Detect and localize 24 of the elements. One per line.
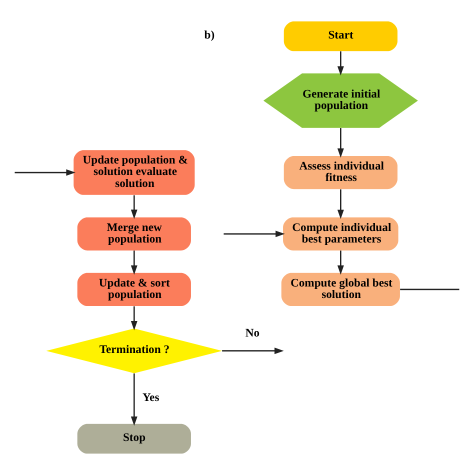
arrow [337,128,344,158]
node-box: Assess individual fitness [284,155,398,189]
node-box: Compute global best solution [281,272,400,306]
connector [400,288,460,290]
edge-label: No [245,326,260,339]
arrow [337,188,344,219]
label: b) [204,28,215,41]
node-box: Stop [77,423,191,454]
arrow [130,194,138,218]
node-box: Compute individual best parameters [283,216,398,250]
node-diamond: Termination ? [46,328,222,373]
arrow [222,347,284,354]
arrow [130,372,138,426]
arrow [224,230,285,237]
node-box: Update & sort population [77,272,191,306]
arrow [14,168,76,176]
node-box: Merge new population [77,216,191,250]
edge-label: Yes [142,390,160,404]
arrow [337,50,344,76]
arrow [337,250,344,274]
node-box: Start [284,20,398,51]
arrow [130,306,138,330]
node-box: Update population & solution evaluate solution [74,150,195,194]
arrow [130,250,138,274]
